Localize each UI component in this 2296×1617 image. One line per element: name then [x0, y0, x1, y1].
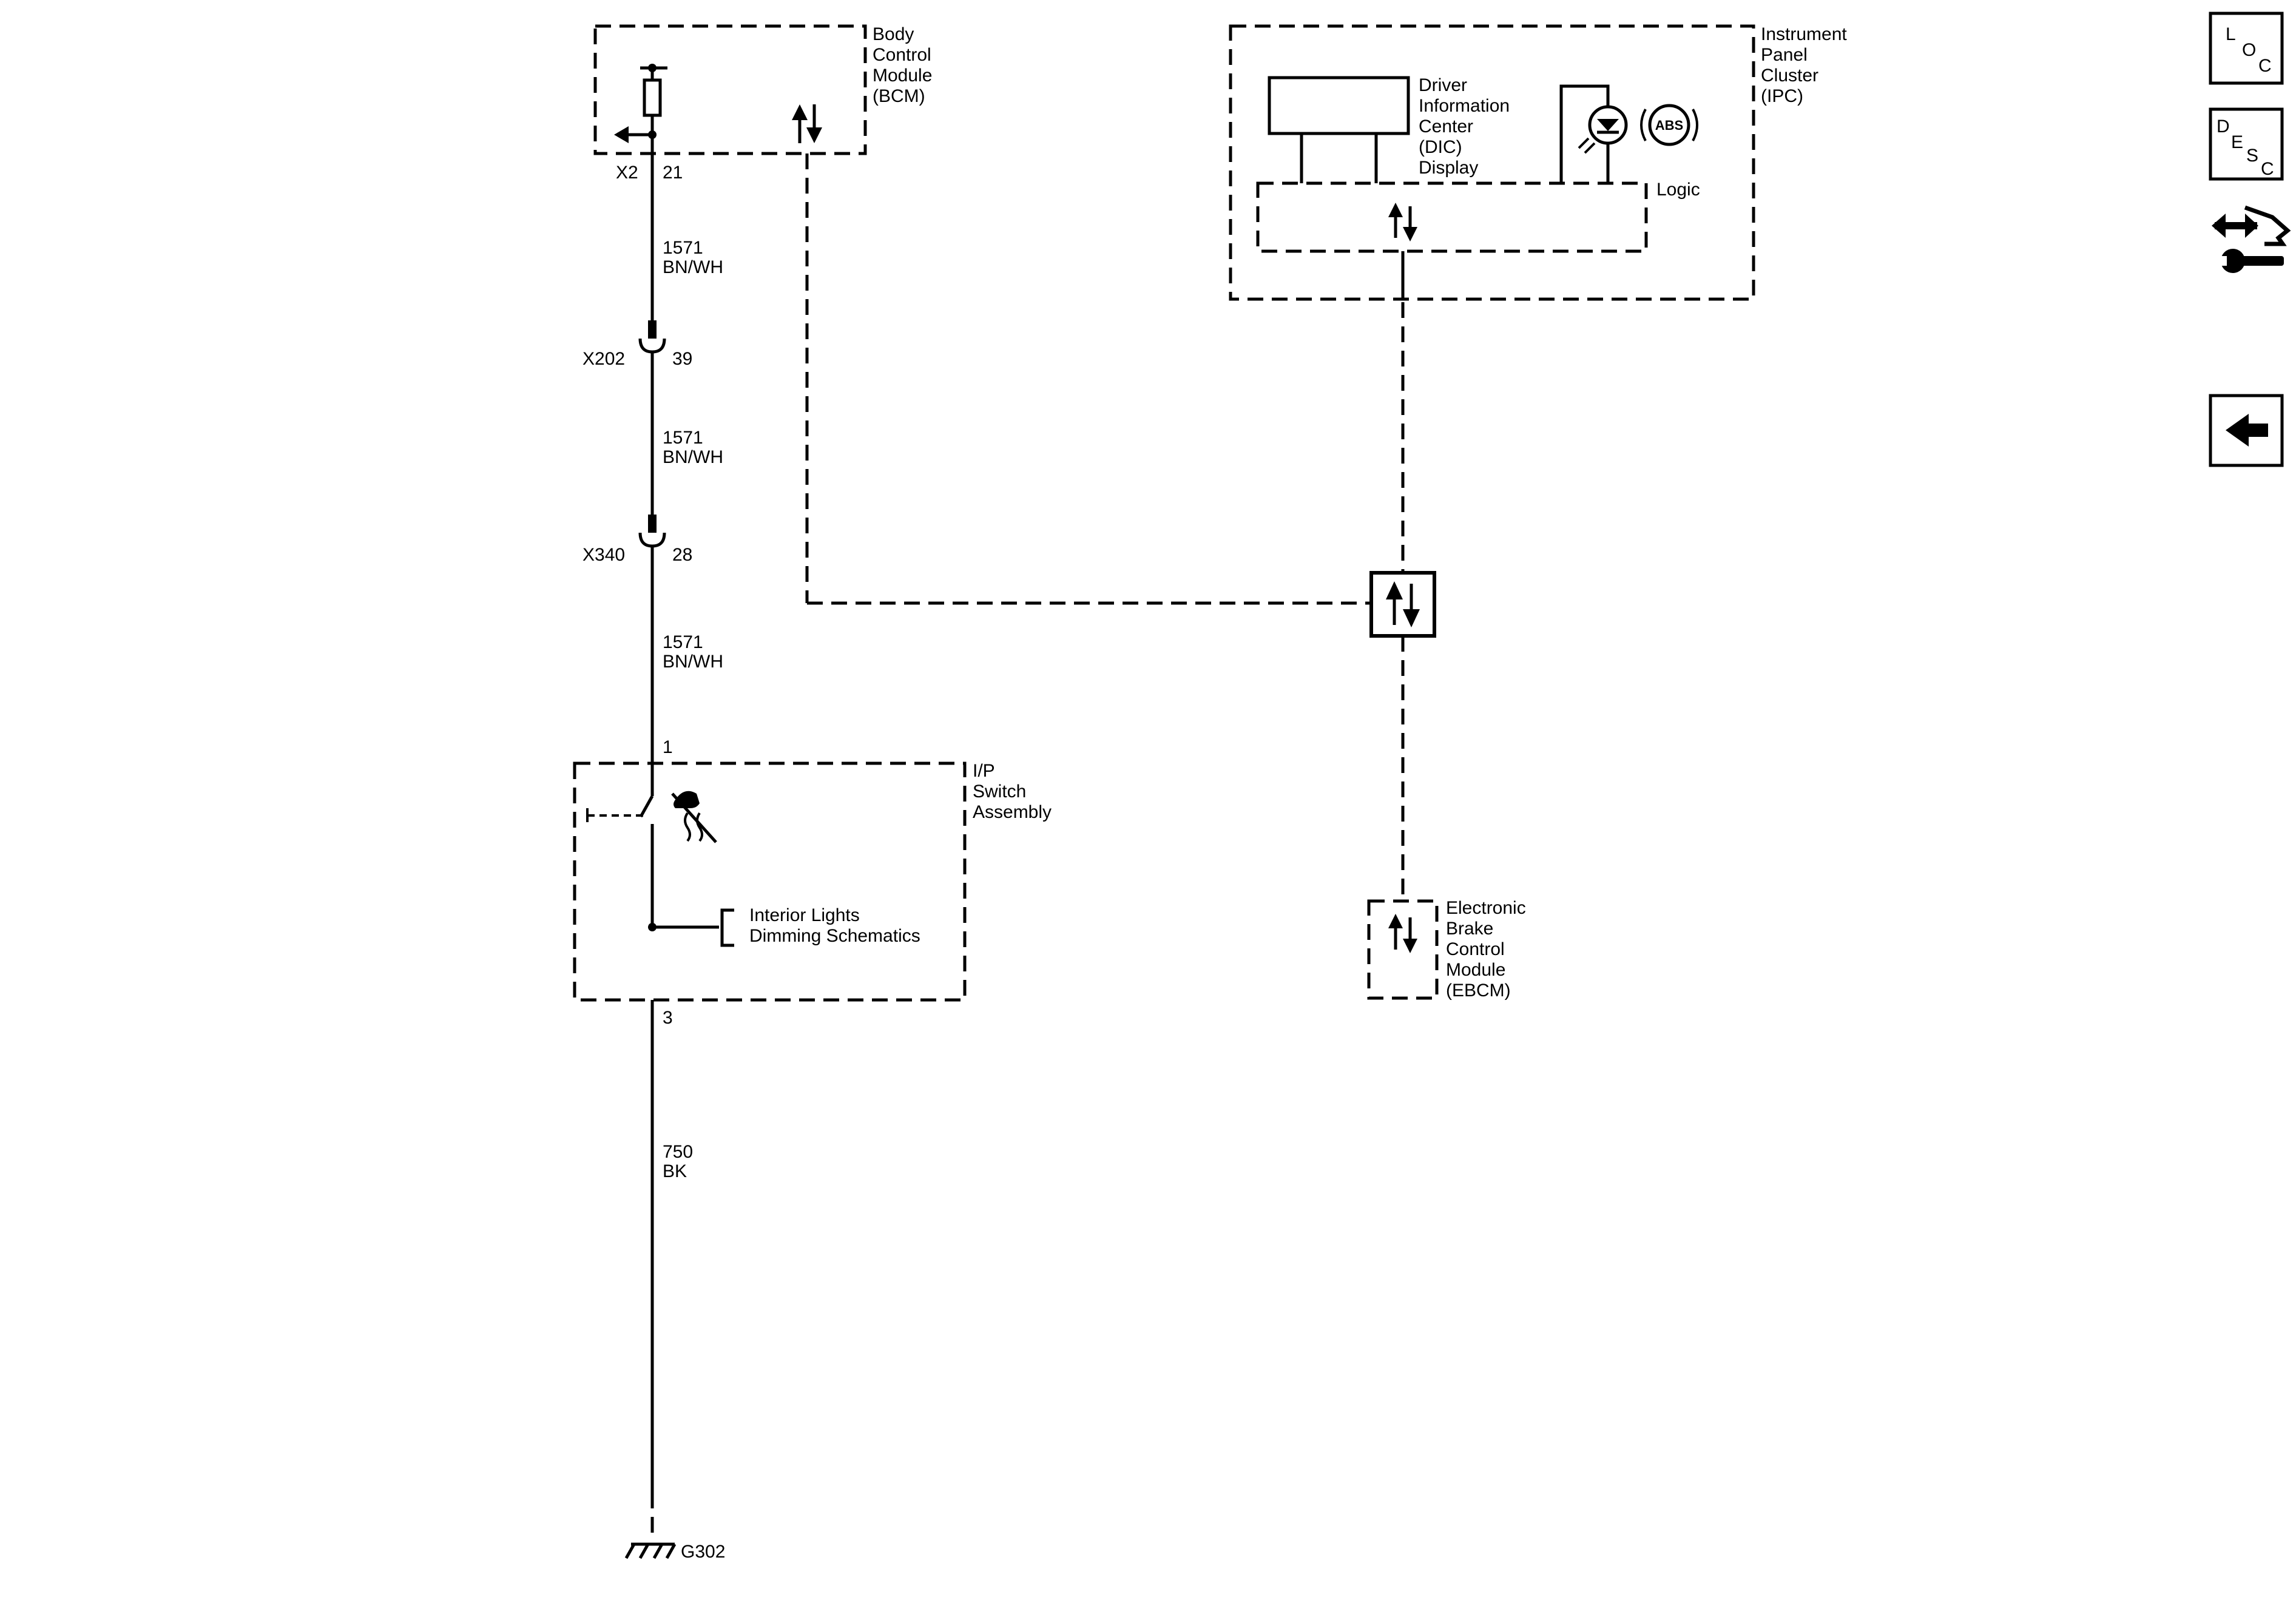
traction-control-off-icon	[671, 791, 717, 843]
bcm-label-2: Control	[873, 45, 931, 65]
desc-button[interactable]: D E S C	[2209, 107, 2284, 181]
ipc-label-3: Cluster	[1761, 66, 1818, 86]
wire-1-circuit: 1571	[663, 238, 703, 258]
bcm-module: Body Control Module (BCM) X2 21	[593, 24, 932, 183]
ebcm-label-1: Electronic	[1446, 898, 1526, 918]
loc-letter-o: O	[2242, 40, 2256, 60]
desc-letter-d: D	[2217, 116, 2230, 137]
abs-warning-icon: ABS	[1640, 104, 1698, 146]
ipc-outline	[1229, 24, 1755, 301]
bcm-pin-label: 21	[663, 163, 683, 183]
desc-letter-e: E	[2231, 132, 2243, 152]
ip-switch-label-3: Assembly	[973, 802, 1052, 822]
desc-letter-s: S	[2246, 146, 2258, 166]
traction-switch-symbol	[586, 763, 654, 927]
ipc-logic-box	[1256, 181, 1648, 253]
back-arrow-icon	[2226, 414, 2268, 447]
wire-3-color: BN/WH	[663, 652, 723, 672]
x202-label: X202	[582, 349, 625, 369]
dic-label-2: Information	[1419, 96, 1510, 116]
wire-3-circuit: 1571	[663, 632, 703, 652]
interior-lights-label-2: Dimming Schematics	[749, 926, 920, 946]
connector-x202: X202 39	[582, 320, 692, 369]
wire-4-color: BK	[663, 1161, 687, 1181]
x202-pin: 39	[672, 349, 692, 369]
x340-label: X340	[582, 545, 625, 565]
indicator-led-symbol	[1559, 84, 1628, 183]
ipc-logic-label: Logic	[1656, 180, 1700, 200]
ipc-module: Instrument Panel Cluster (IPC) Driver In…	[1229, 24, 1847, 301]
serial-data-splice	[1369, 571, 1436, 638]
ebcm-outline	[1367, 899, 1439, 1000]
ipc-label-1: Instrument	[1761, 24, 1847, 44]
dic-label-4: (DIC)	[1419, 137, 1462, 157]
loc-letter-l: L	[2226, 24, 2236, 44]
x340-pin: 28	[672, 545, 692, 565]
interior-lights-label-1: Interior Lights	[749, 905, 860, 925]
bcm-label-3: Module	[873, 66, 932, 86]
back-button[interactable]	[2209, 394, 2284, 467]
bcm-label-1: Body	[873, 24, 914, 44]
ipc-label-2: Panel	[1761, 45, 1808, 65]
desc-letter-c: C	[2261, 159, 2274, 179]
connector-x340: X340 28	[582, 515, 692, 565]
dic-label-3: Center	[1419, 116, 1473, 137]
bcm-label-4: (BCM)	[873, 86, 925, 106]
ebcm-label-2: Brake	[1446, 919, 1493, 939]
ip-switch-label-1: I/P	[973, 761, 995, 781]
wire-1-color: BN/WH	[663, 257, 723, 277]
ebcm-label-3: Control	[1446, 939, 1505, 959]
bcm-resistor-symbol	[614, 64, 667, 154]
wire-2-circuit: 1571	[663, 428, 703, 448]
ipc-serial-data-arrows	[1388, 203, 1417, 241]
ip-switch-assembly: 1 I/P Switch Assembly Interior Lights Di…	[573, 737, 1052, 1028]
ip-switch-outline	[573, 761, 967, 1002]
interior-lights-bracket	[720, 908, 734, 947]
bcm-serial-data-arrows	[792, 104, 822, 143]
loc-button[interactable]: L O C	[2209, 12, 2284, 85]
ebcm-label-4: Module	[1446, 960, 1505, 980]
serial-data-bus	[805, 154, 1405, 901]
dic-display-box	[1268, 76, 1410, 135]
ebcm-module: Electronic Brake Control Module (EBCM)	[1367, 898, 1526, 1001]
wire-2-color: BN/WH	[663, 447, 723, 467]
dic-label-1: Driver	[1419, 75, 1467, 95]
loc-letter-c: C	[2258, 56, 2272, 76]
connector-wrench-icon[interactable]	[2212, 205, 2291, 273]
dic-label-5: Display	[1419, 158, 1478, 178]
abs-icon-text: ABS	[1655, 118, 1683, 133]
ground-g302-symbol: G302	[624, 1542, 725, 1562]
ground-label: G302	[681, 1542, 725, 1562]
switch-pin-out: 3	[663, 1008, 673, 1028]
ip-switch-label-2: Switch	[973, 781, 1026, 802]
ebcm-serial-data-arrows	[1388, 914, 1417, 953]
bcm-connector-label: X2	[616, 163, 638, 183]
switch-pin-in: 1	[663, 737, 673, 757]
ipc-label-4: (IPC)	[1761, 86, 1803, 106]
bcm-outline	[593, 24, 867, 155]
ebcm-label-5: (EBCM)	[1446, 981, 1511, 1001]
wire-4-circuit: 750	[663, 1142, 693, 1162]
